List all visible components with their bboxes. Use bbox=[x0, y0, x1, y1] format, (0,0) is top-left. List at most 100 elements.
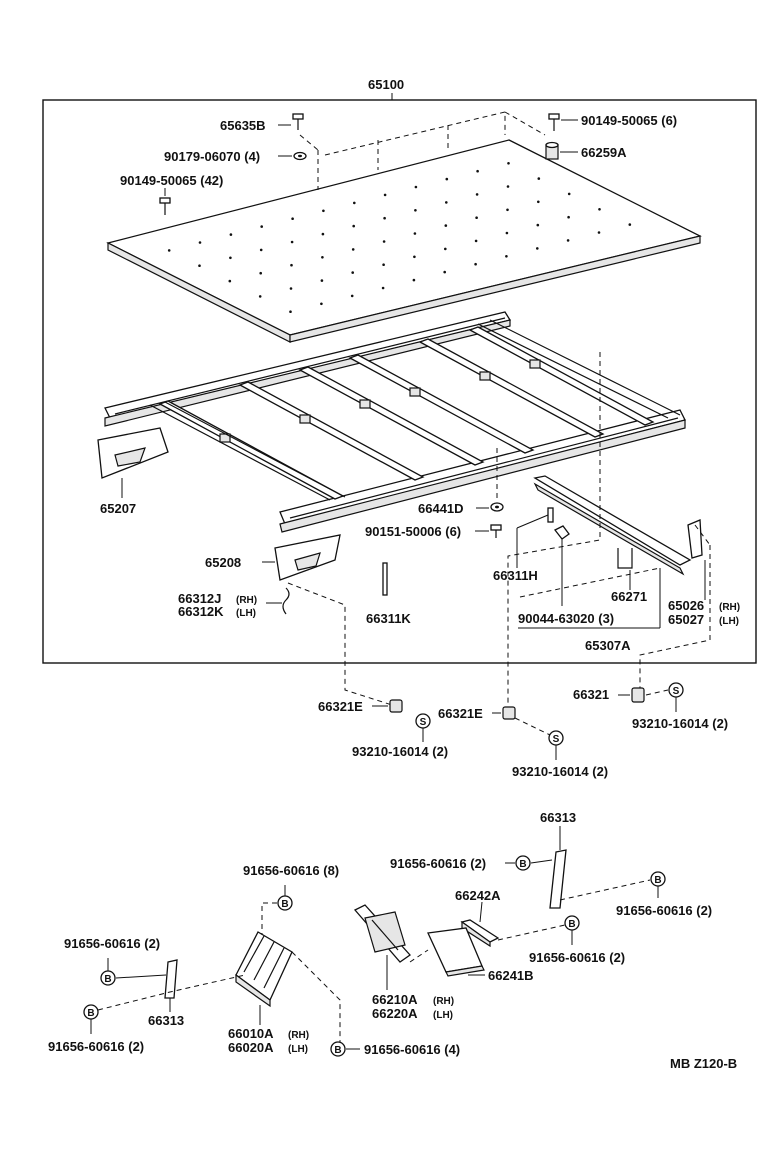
deck-hole bbox=[413, 232, 417, 235]
screw-90151 bbox=[475, 524, 502, 538]
label-91656-2c: 91656-60616 (2) bbox=[529, 950, 625, 965]
screw-90149-6 bbox=[548, 113, 578, 131]
label-66010A-side: (RH) bbox=[288, 1030, 309, 1041]
cross-member-bracket bbox=[479, 371, 491, 381]
dash-91656-2e bbox=[97, 974, 246, 1011]
svg-text:B: B bbox=[281, 899, 288, 910]
clip-90044 bbox=[554, 525, 570, 606]
cross-member bbox=[298, 366, 485, 466]
deck-hole bbox=[444, 247, 447, 251]
cross-member bbox=[158, 400, 345, 500]
label-91656-2a: 91656-60616 (2) bbox=[390, 856, 486, 871]
cross-member-bracket bbox=[529, 359, 541, 369]
deck-hole bbox=[322, 209, 325, 213]
deck-hole bbox=[351, 271, 355, 274]
label-66312K: 66312K bbox=[178, 604, 224, 619]
deck-hole bbox=[414, 209, 417, 212]
deck-hole bbox=[352, 224, 356, 228]
label-65635B: 65635B bbox=[220, 118, 266, 133]
screw-90149-42 bbox=[159, 188, 171, 215]
label-66312J: 66312J bbox=[178, 591, 221, 606]
label-66321E-b: 66321E bbox=[438, 706, 483, 721]
deck-hole bbox=[260, 225, 264, 228]
assembly-frame bbox=[42, 99, 757, 664]
label-66210A-side: (RH) bbox=[433, 996, 454, 1007]
cross-member bbox=[418, 338, 605, 438]
label-66441D: 66441D bbox=[418, 501, 464, 516]
deck-hole bbox=[229, 256, 232, 260]
deck-hole bbox=[289, 310, 292, 314]
label-90149-6: 90149-50065 (6) bbox=[581, 113, 677, 128]
spacer-66259A bbox=[545, 141, 578, 160]
dash-91656-2b bbox=[559, 879, 651, 901]
deck-hole bbox=[597, 231, 601, 234]
deck-hole bbox=[320, 279, 324, 282]
deck-hole bbox=[505, 231, 509, 235]
label-66220A: 66220A bbox=[372, 1006, 418, 1021]
deck-hole bbox=[475, 193, 479, 196]
deck-hole bbox=[350, 294, 354, 298]
b-symbol-d: B bbox=[277, 885, 293, 911]
label-93210-c: 93210-16014 (2) bbox=[632, 716, 728, 731]
hinge-66010A bbox=[235, 931, 293, 1025]
svg-text:S: S bbox=[673, 686, 680, 697]
deck-hole bbox=[381, 286, 385, 290]
deck-hole bbox=[414, 185, 418, 189]
deck-hole bbox=[167, 249, 171, 252]
svg-text:B: B bbox=[568, 919, 575, 930]
deck-hole bbox=[351, 248, 355, 251]
label-65307A: 65307A bbox=[585, 638, 631, 653]
label-66313-top: 66313 bbox=[540, 810, 576, 825]
dash-65307A bbox=[519, 567, 661, 598]
b-symbol-e: B bbox=[330, 1041, 360, 1057]
bracket-66271 bbox=[617, 548, 633, 590]
deck-hole bbox=[537, 200, 540, 204]
deck-hole bbox=[536, 223, 540, 227]
deck-hole bbox=[258, 295, 262, 298]
deck-hole bbox=[567, 192, 571, 196]
clip-66312 bbox=[266, 587, 290, 615]
label-66020A-side: (LH) bbox=[288, 1044, 308, 1055]
label-65100: 65100 bbox=[368, 77, 404, 92]
b-symbol-g: B bbox=[83, 1004, 99, 1034]
bolt-65635B bbox=[278, 113, 304, 130]
deck-hole bbox=[536, 247, 539, 250]
s-symbol-b: S bbox=[548, 730, 564, 760]
label-66312K-side: (LH) bbox=[236, 608, 256, 619]
deck-hole bbox=[413, 255, 416, 259]
deck-hole bbox=[506, 208, 509, 212]
label-66210A: 66210A bbox=[372, 992, 418, 1007]
cross-member bbox=[468, 326, 655, 426]
deck-hole bbox=[412, 278, 416, 282]
bar-66242A bbox=[460, 901, 500, 948]
label-91656-8: 91656-60616 (8) bbox=[243, 863, 339, 878]
bracket-65208 bbox=[262, 534, 341, 581]
deck-hole bbox=[290, 240, 294, 244]
footer-code: MB Z120-B bbox=[670, 1056, 737, 1071]
bracket-65207 bbox=[97, 427, 169, 498]
deck-hole bbox=[476, 169, 479, 173]
washer-66441D bbox=[476, 448, 504, 512]
deck-hole bbox=[444, 224, 448, 227]
cross-member-bracket bbox=[409, 387, 421, 397]
label-65207: 65207 bbox=[100, 501, 136, 516]
label-91656-2d: 91656-60616 (2) bbox=[64, 936, 160, 951]
deck-board bbox=[106, 139, 702, 343]
label-66020A: 66020A bbox=[228, 1040, 274, 1055]
hinge-66210A bbox=[353, 904, 429, 990]
svg-text:B: B bbox=[87, 1008, 94, 1019]
label-66259A: 66259A bbox=[581, 145, 627, 160]
label-90044: 90044-63020 (3) bbox=[518, 611, 614, 626]
label-66312J-side: (RH) bbox=[236, 595, 257, 606]
deck-hole bbox=[474, 262, 477, 266]
cross-member bbox=[238, 381, 425, 481]
nut-66321E-a bbox=[372, 699, 403, 713]
deck-hole bbox=[198, 241, 202, 244]
b-symbol-b: B bbox=[650, 871, 666, 898]
label-66321E-a: 66321E bbox=[318, 699, 363, 714]
label-65026-side: (RH) bbox=[719, 602, 740, 613]
label-90179: 90179-06070 (4) bbox=[164, 149, 260, 164]
deck-hole bbox=[505, 254, 508, 258]
svg-text:B: B bbox=[654, 875, 661, 886]
label-65208: 65208 bbox=[205, 555, 241, 570]
